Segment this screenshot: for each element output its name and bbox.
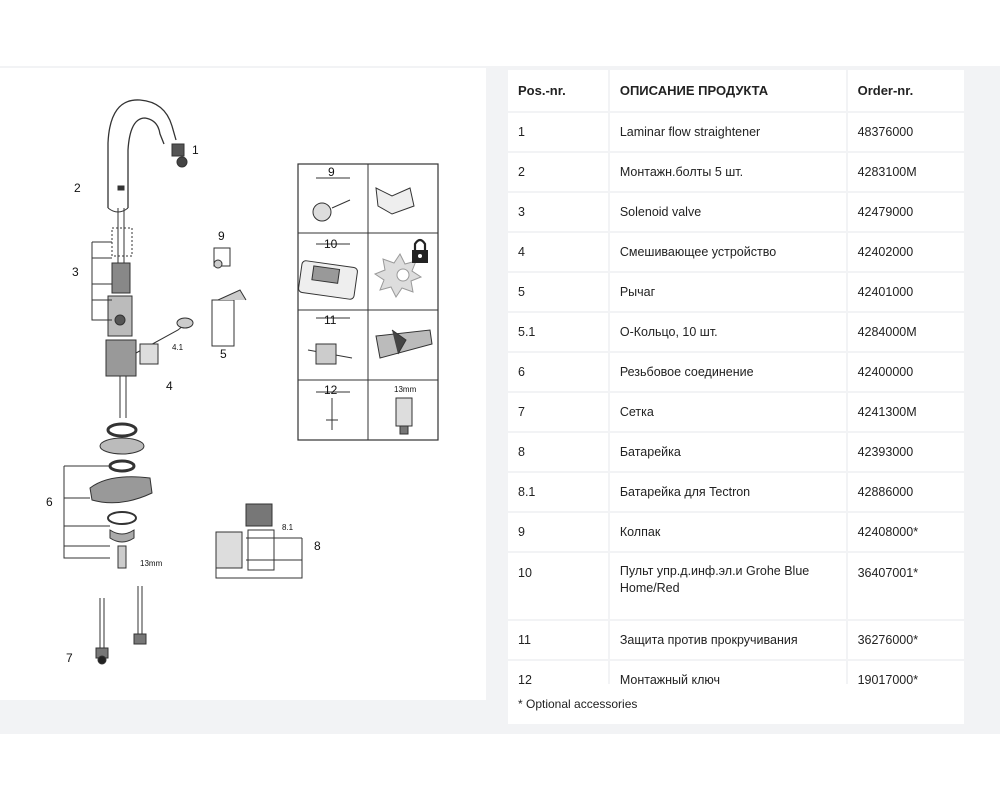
callout-1: 1: [192, 143, 199, 157]
cell-order: 4283100M: [847, 153, 964, 191]
cell-description: Solenoid valve: [609, 193, 848, 231]
cell-description: Рычаг: [609, 273, 848, 311]
cell-order: 4241300M: [847, 393, 964, 431]
cell-pos: 11: [508, 621, 610, 659]
callout-4: 4: [166, 379, 173, 393]
exploded-view-svg: 1 2 3 4 4.1 5 6 7 8 8.1 9 9 10 11 12 13m…: [46, 99, 439, 665]
cell-order: 42400000: [847, 353, 964, 391]
callout-2: 2: [74, 181, 81, 195]
cell-description: Laminar flow straightener: [609, 113, 848, 151]
cell-description: Батарейка: [609, 433, 848, 471]
header-order: Order-nr.: [847, 70, 964, 111]
cell-description: Батарейка для Tectron: [609, 473, 848, 511]
cell-order: 42479000: [847, 193, 964, 231]
table-header-row: Pos.-nr. ОПИСАНИЕ ПРОДУКТА Order-nr.: [508, 70, 964, 111]
cell-order: 42402000: [847, 233, 964, 271]
cell-order: 36276000*: [847, 621, 964, 659]
callout-6: 6: [46, 495, 53, 509]
header-description: ОПИСАНИЕ ПРОДУКТА: [609, 70, 848, 111]
cell-order: 48376000: [847, 113, 964, 151]
dimension-label-rod: 13mm: [140, 559, 163, 568]
callout-5: 5: [220, 347, 227, 361]
cell-pos: 10: [508, 553, 610, 619]
cell-order: 42408000*: [847, 513, 964, 551]
cell-description: Пульт упр.д.инф.эл.и Grohe Blue Home/Red: [609, 553, 848, 619]
header-pos: Pos.-nr.: [508, 70, 610, 111]
cell-order: 36407001*: [847, 553, 964, 619]
cell-pos: 5: [508, 273, 610, 311]
callout-8-1: 8.1: [282, 523, 294, 532]
accessory-label-11: 11: [324, 313, 337, 327]
cell-pos: 5.1: [508, 313, 610, 351]
cell-description: Сетка: [609, 393, 848, 431]
padlock-icon: [412, 238, 428, 263]
accessory-label-9: 9: [328, 165, 335, 179]
optional-accessories-note: * Optional accessories: [508, 684, 964, 724]
gear-icon: [396, 268, 410, 282]
callout-4-1: 4.1: [172, 343, 184, 352]
accessory-label-10: 10: [324, 237, 338, 251]
cell-description: Резьбовое соединение: [609, 353, 848, 391]
cell-description: Защита против прокручивания: [609, 621, 848, 659]
cell-pos: 6: [508, 353, 610, 391]
cell-pos: 7: [508, 393, 610, 431]
cell-order: 42393000: [847, 433, 964, 471]
cell-order: 4284000M: [847, 313, 964, 351]
exploded-view-drawing: 1 2 3 4 4.1 5 6 7 8 8.1 9 9 10 11 12 13m…: [0, 68, 486, 700]
cell-order: 42886000: [847, 473, 964, 511]
cell-pos: 8: [508, 433, 610, 471]
cell-pos: 9: [508, 513, 610, 551]
callout-3: 3: [72, 265, 79, 279]
cell-pos: 8.1: [508, 473, 610, 511]
accessory-label-12: 12: [324, 383, 338, 397]
cell-pos: 4: [508, 233, 610, 271]
cell-pos: 3: [508, 193, 610, 231]
cell-pos: 2: [508, 153, 610, 191]
dimension-label-grid: 13mm: [394, 385, 417, 394]
cell-order: 42401000: [847, 273, 964, 311]
cell-description: Монтажн.болты 5 шт.: [609, 153, 848, 191]
callout-9: 9: [218, 229, 225, 243]
cell-description: Колпак: [609, 513, 848, 551]
cell-description: O-Кольцо, 10 шт.: [609, 313, 848, 351]
cell-pos: 1: [508, 113, 610, 151]
callout-7: 7: [66, 651, 73, 665]
cell-description: Смешивающее устройство: [609, 233, 848, 271]
callout-8: 8: [314, 539, 321, 553]
